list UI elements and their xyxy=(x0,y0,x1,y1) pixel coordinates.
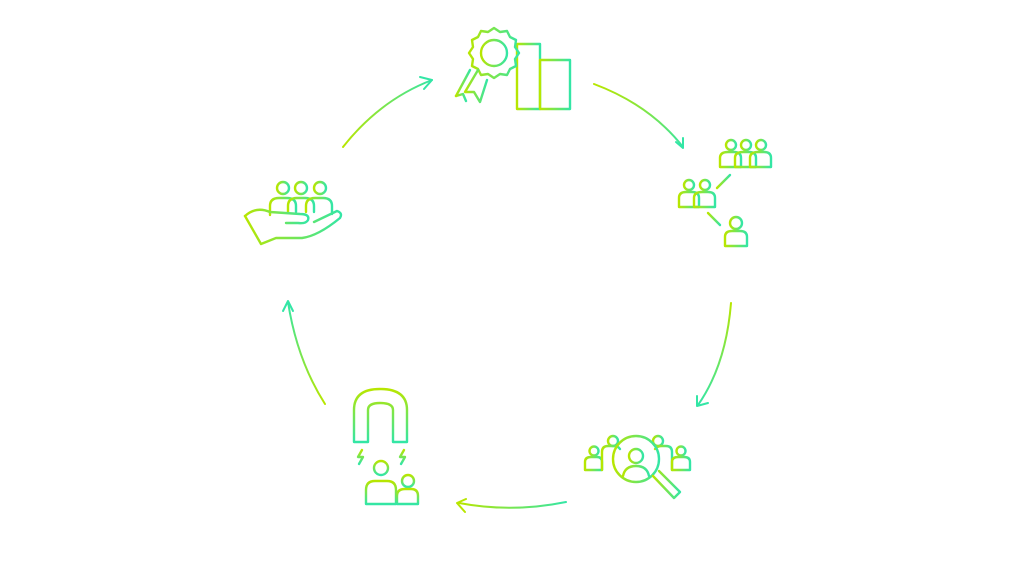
hand-holding-people-icon xyxy=(243,180,343,246)
magnet-attract-people-icon xyxy=(352,387,420,506)
people-magnifier-search-icon xyxy=(583,434,692,500)
award-ribbon-building-icon xyxy=(454,26,572,111)
cycle-arrow-right xyxy=(696,302,732,407)
cycle-arrow-left xyxy=(282,300,326,405)
cycle-arrow-top-left xyxy=(342,76,433,148)
connected-people-groups-icon xyxy=(677,138,773,248)
cycle-arrow-bottom xyxy=(456,498,567,513)
cycle-arrow-top-right xyxy=(593,83,684,149)
